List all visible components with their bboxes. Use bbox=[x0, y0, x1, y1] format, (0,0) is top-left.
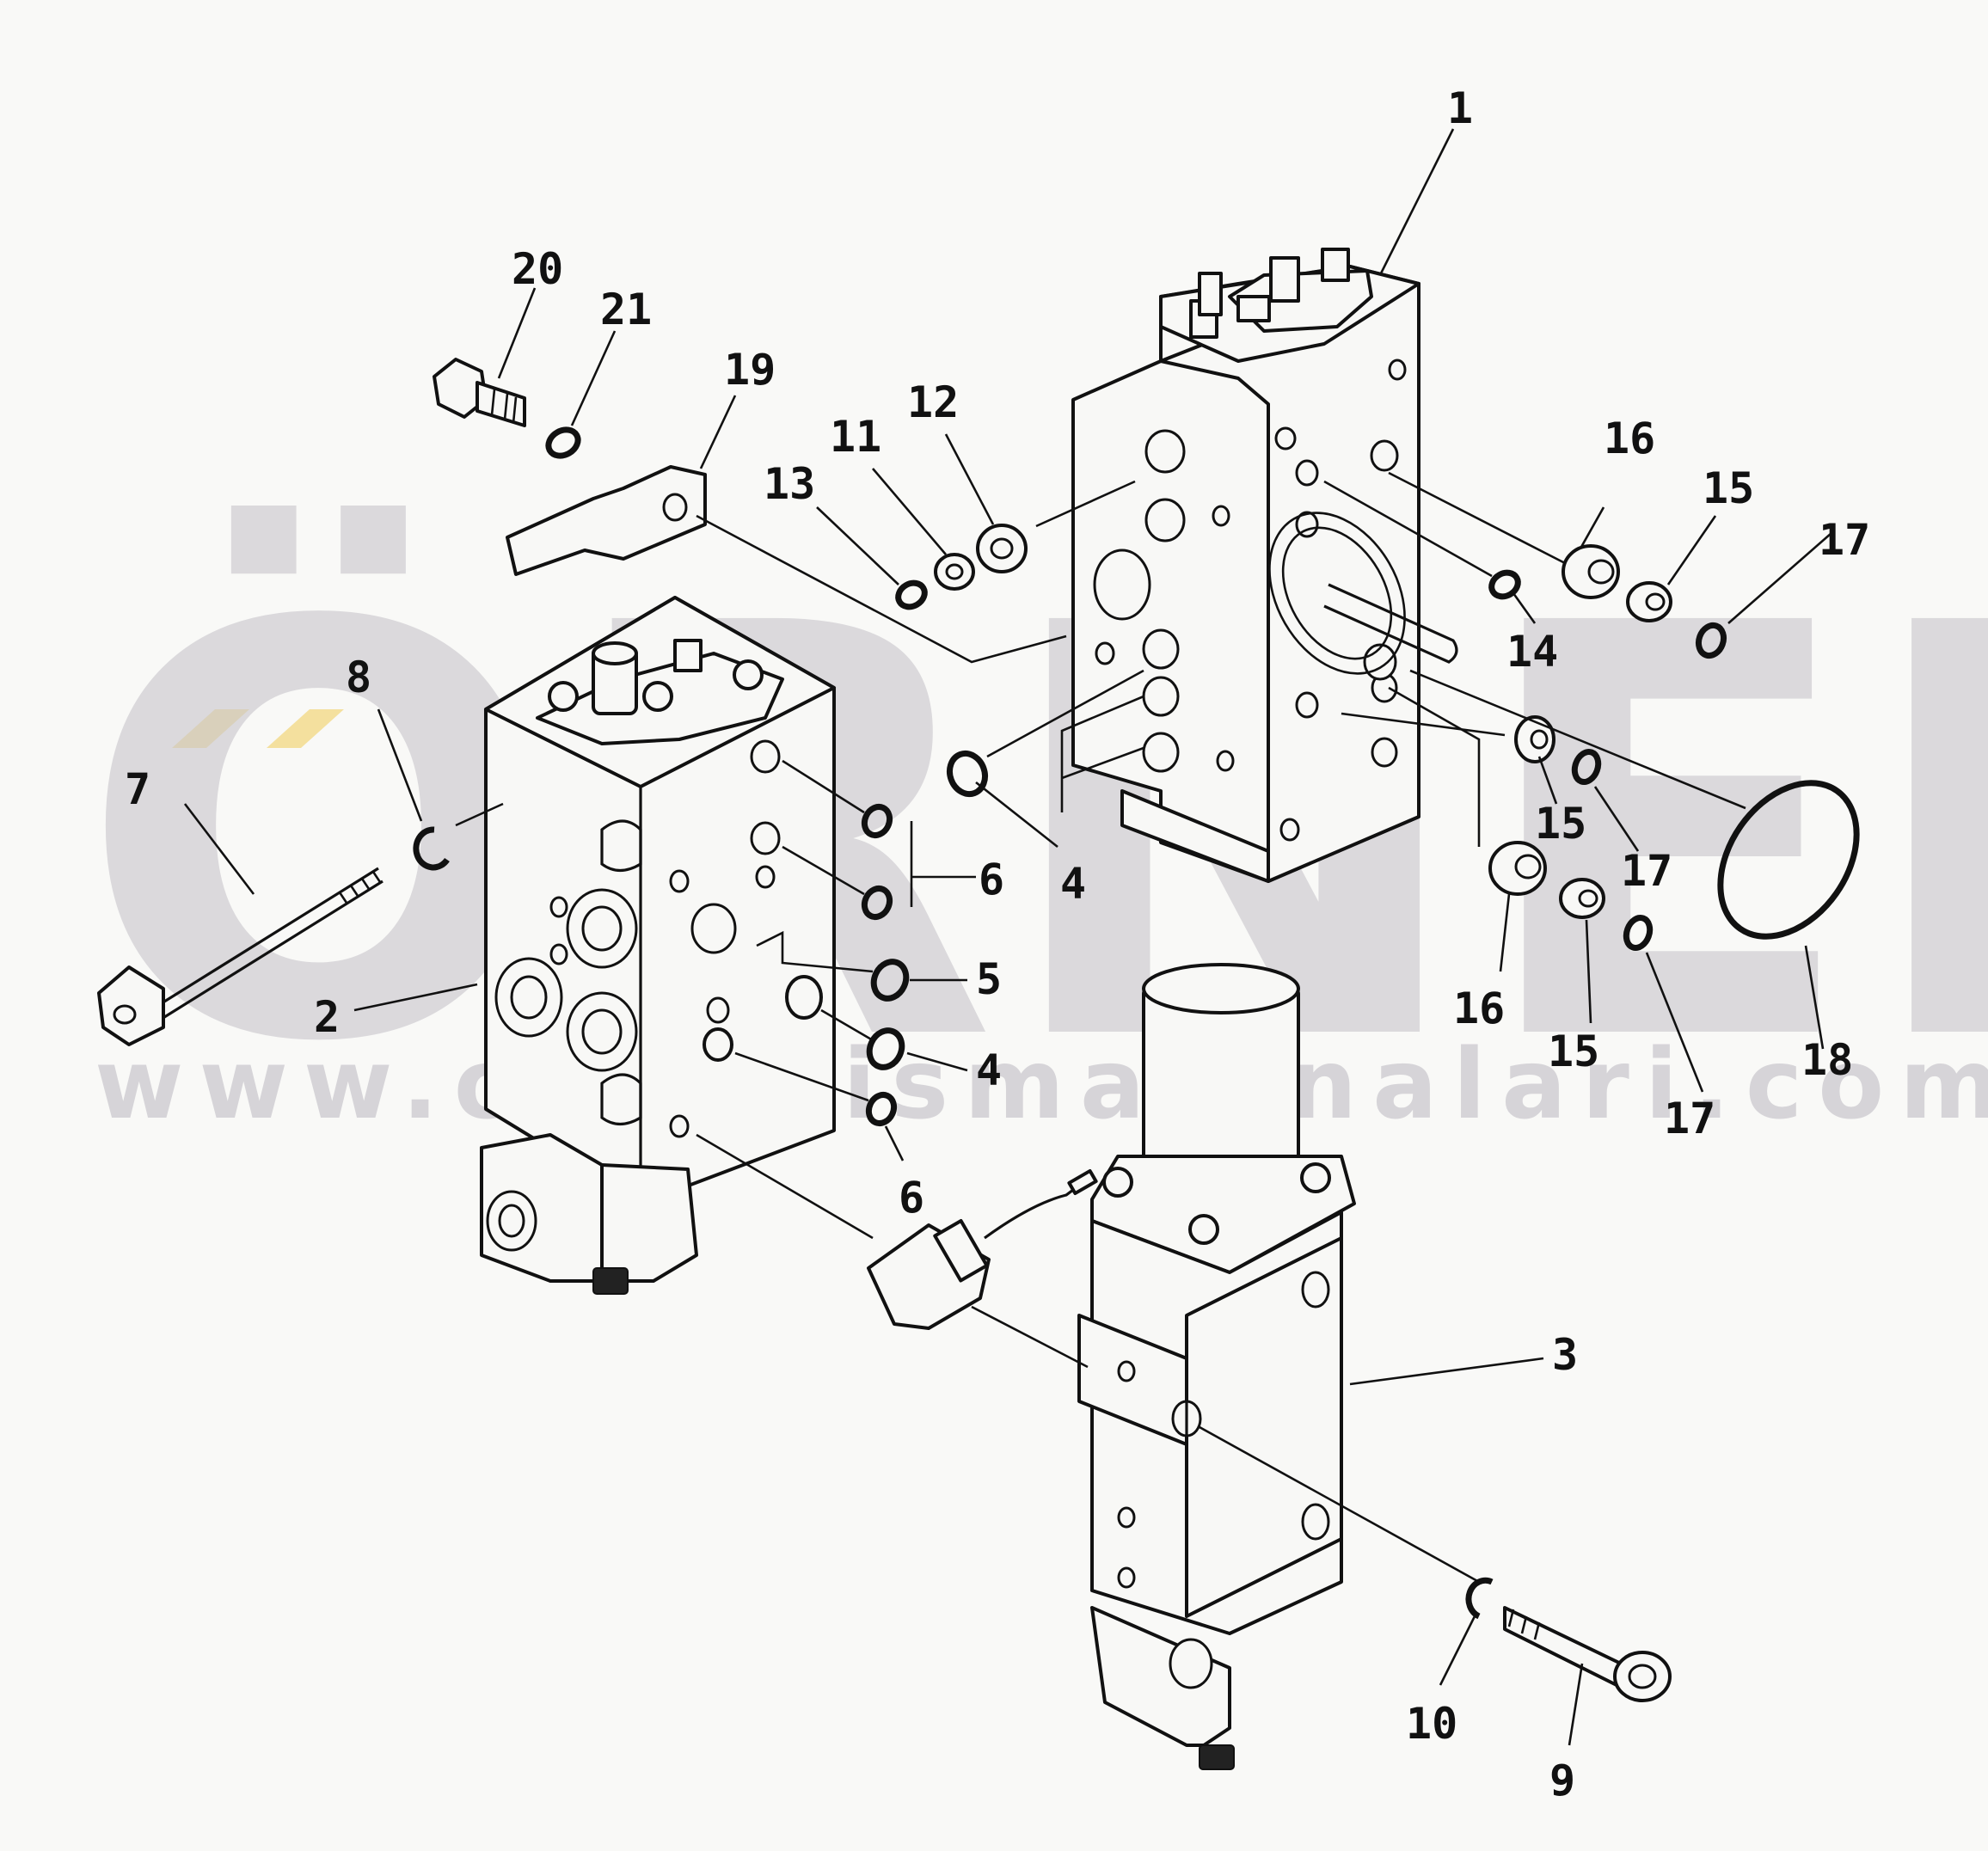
callout-10: 10 bbox=[1406, 1699, 1457, 1749]
electrical-connector bbox=[867, 1168, 1098, 1330]
callout-18: 18 bbox=[1801, 1035, 1853, 1085]
valve-block-part-1 bbox=[1071, 248, 1458, 883]
callout-21: 21 bbox=[600, 285, 652, 334]
small-parts bbox=[413, 426, 1860, 1620]
callout-17-lower: 17 bbox=[1664, 1094, 1715, 1143]
callout-15-lower: 15 bbox=[1548, 1027, 1599, 1076]
callout-17-upper: 17 bbox=[1819, 515, 1870, 565]
bracket-part-19 bbox=[506, 465, 707, 576]
callout-20: 20 bbox=[512, 244, 563, 294]
valve-block-part-2 bbox=[480, 596, 836, 1295]
callout-9: 9 bbox=[1549, 1756, 1575, 1805]
callout-15-middle: 15 bbox=[1535, 799, 1586, 849]
callout-7: 7 bbox=[125, 764, 150, 814]
callout-2: 2 bbox=[314, 992, 340, 1042]
callout-13: 13 bbox=[764, 459, 815, 509]
callout-6-upper: 6 bbox=[979, 855, 1004, 904]
long-bolt-part-7 bbox=[97, 867, 383, 1046]
callout-1: 1 bbox=[1447, 83, 1473, 133]
callout-12: 12 bbox=[907, 377, 959, 427]
callout-4-lower: 4 bbox=[976, 1045, 1002, 1095]
callout-3: 3 bbox=[1552, 1330, 1578, 1380]
callout-16-lower: 16 bbox=[1453, 984, 1505, 1033]
callout-4-upper: 4 bbox=[1060, 859, 1086, 909]
watermark-website: www.ornekismakinalari.com.tr bbox=[95, 1029, 1988, 1141]
callout-19: 19 bbox=[724, 345, 776, 395]
callout-5: 5 bbox=[976, 954, 1002, 1004]
callout-11: 11 bbox=[830, 412, 881, 462]
callout-6-lower: 6 bbox=[899, 1173, 924, 1223]
callout-leaders bbox=[183, 128, 1832, 1746]
callout-16-upper: 16 bbox=[1604, 414, 1655, 463]
watermark-accent-right bbox=[267, 709, 344, 748]
assembly-lines bbox=[455, 471, 1746, 1584]
watermark-accent-left bbox=[172, 709, 249, 748]
lower-bolt-part-9 bbox=[1503, 1606, 1672, 1702]
callout-17-middle: 17 bbox=[1621, 846, 1672, 896]
callout-8: 8 bbox=[346, 653, 371, 702]
callout-numbers: 1 2 3 4 4 5 6 6 7 8 9 10 11 12 13 14 15 … bbox=[125, 83, 1870, 1805]
solenoid-valve-part-3 bbox=[1077, 963, 1356, 1770]
callout-14: 14 bbox=[1506, 627, 1558, 677]
watermark: ÖRNEK www.ornekismakinalari.com.tr bbox=[77, 500, 1988, 1166]
callout-15-upper: 15 bbox=[1703, 463, 1754, 513]
bolt-part-20 bbox=[433, 358, 526, 427]
